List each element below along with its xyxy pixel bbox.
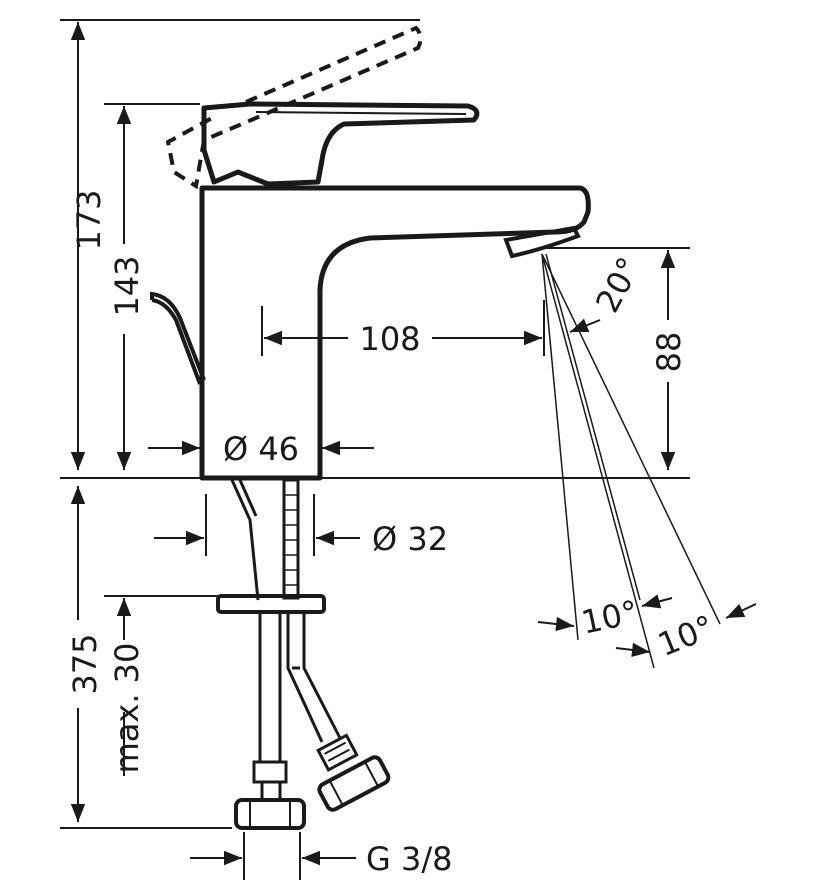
dim-max-counter-label: max. 30 bbox=[108, 643, 146, 774]
dim-total-height-label: 173 bbox=[70, 189, 108, 250]
dim-connection-thread-label: G 3/8 bbox=[366, 840, 452, 878]
dim-shank-diameter: Ø 32 bbox=[154, 494, 448, 558]
dim-shank-diameter-label: Ø 32 bbox=[372, 520, 448, 558]
supply-hoses bbox=[258, 612, 342, 762]
swivel-angle-annotations: 10° 10° bbox=[537, 593, 757, 664]
dim-spout-height-label: 143 bbox=[108, 255, 146, 316]
dim-total-height: 173 bbox=[60, 19, 420, 470]
dim-outlet-height-label: 88 bbox=[650, 332, 688, 373]
swivel-angle-left-label: 10° bbox=[578, 593, 641, 642]
dim-spout-height: 143 bbox=[104, 103, 200, 470]
dim-outlet-height: 88 bbox=[540, 247, 690, 470]
dim-below-counter-label: 375 bbox=[66, 633, 104, 694]
right-connector bbox=[316, 733, 391, 812]
left-connector bbox=[234, 760, 306, 830]
dim-below-counter: 375 max. 30 bbox=[60, 486, 232, 829]
popup-rod bbox=[150, 291, 206, 381]
dim-base-diameter-label: Ø 46 bbox=[223, 430, 299, 468]
dim-spout-reach: 108 bbox=[261, 300, 545, 358]
dim-base-diameter: Ø 46 bbox=[148, 430, 374, 468]
swivel-angle-right-label: 10° bbox=[652, 608, 719, 664]
faucet-body bbox=[199, 185, 591, 481]
lever-raised-dashed bbox=[165, 25, 423, 190]
mounting-plate bbox=[216, 594, 326, 614]
shank bbox=[230, 478, 300, 601]
dim-spout-reach-label: 108 bbox=[359, 320, 420, 358]
spray-angle-label: 20° bbox=[588, 251, 648, 319]
dim-connection-thread: G 3/8 bbox=[190, 832, 452, 880]
lever-handle bbox=[201, 101, 480, 187]
